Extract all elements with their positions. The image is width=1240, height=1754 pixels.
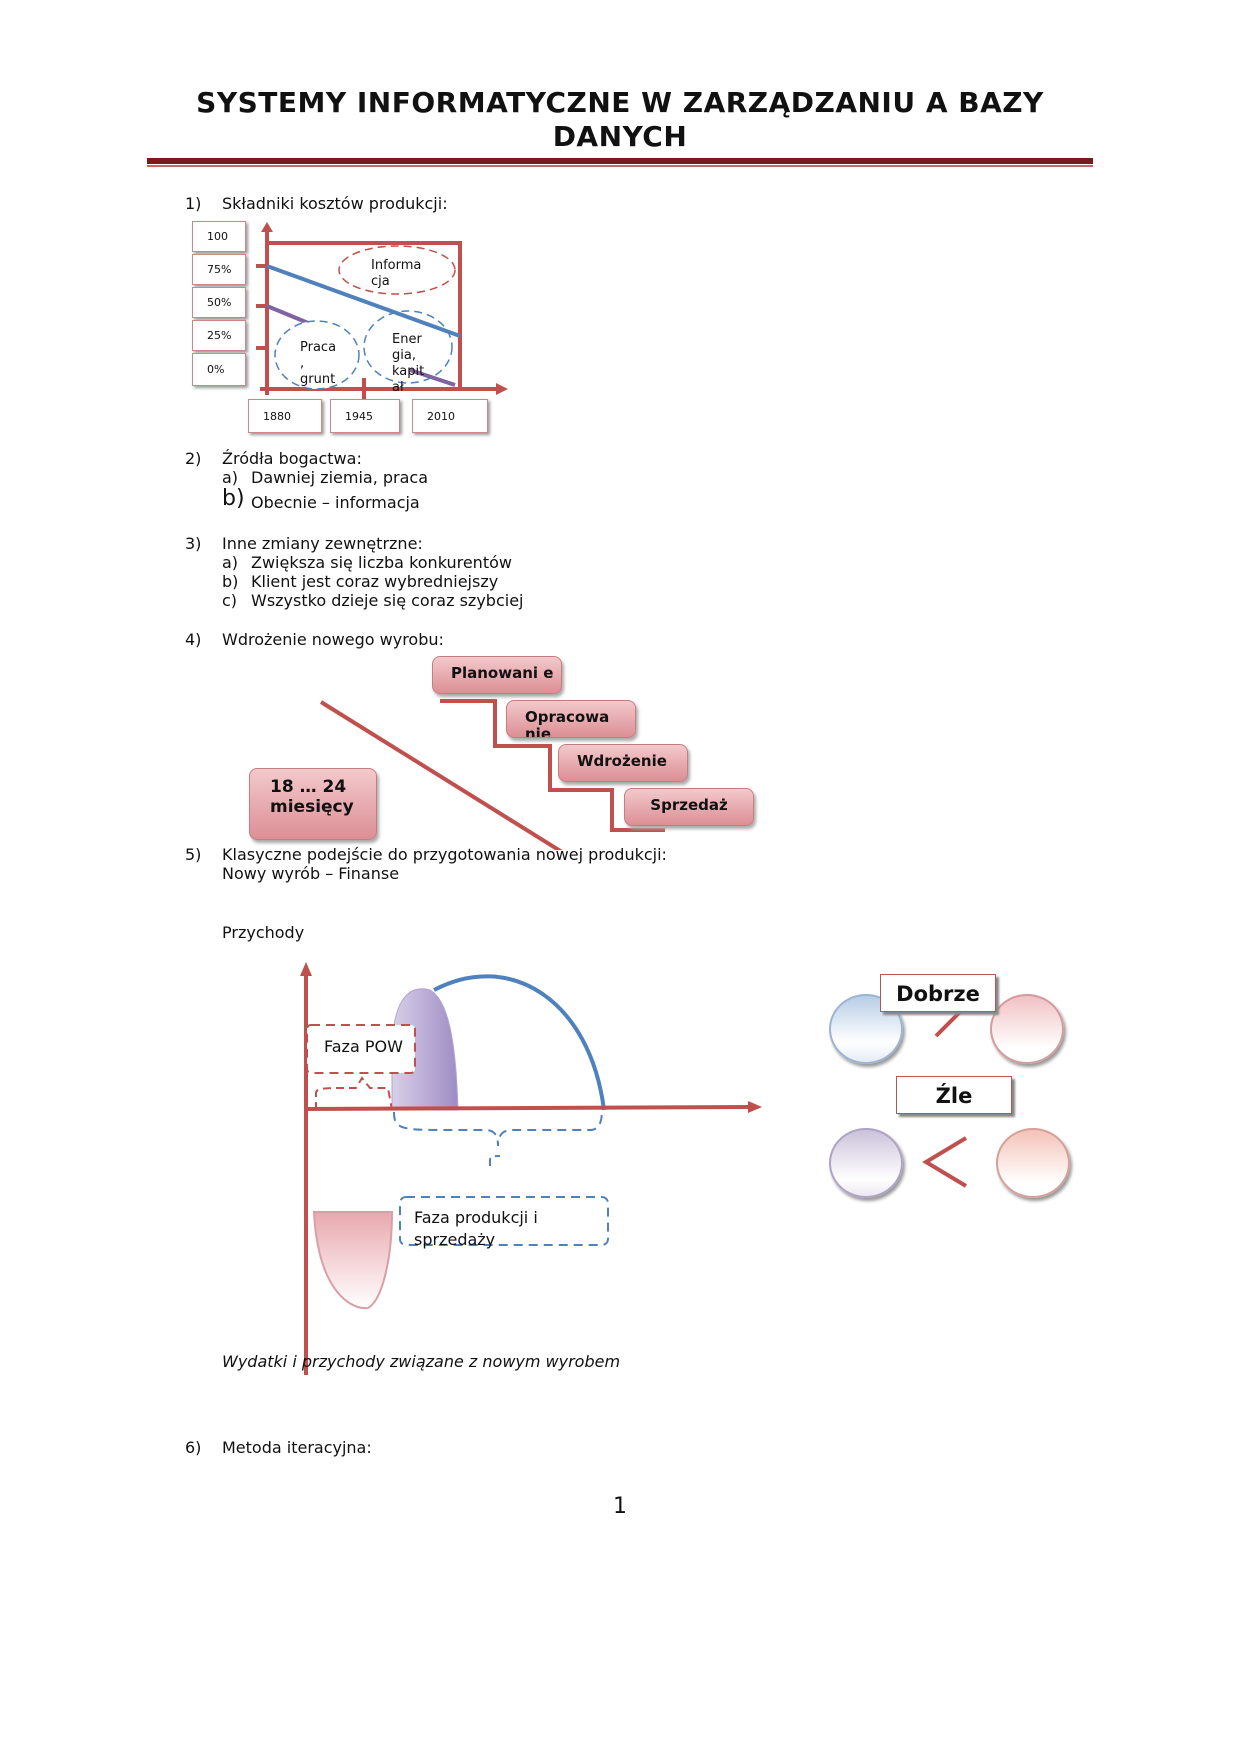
section-3-item-b: Klient jest coraz wybredniejszy [251,572,499,591]
y-label-25: 25% [192,320,246,351]
section-5-subheading: Nowy wyrób – Finanse [222,864,400,883]
implementation-diagram [319,699,665,850]
vertical-axis-arrow [300,962,312,976]
bubble-informacja-shape [338,245,456,295]
faza-produkcji-label: Faza produkcji i sprzedaży [414,1208,538,1249]
horizontal-axis [305,1105,753,1111]
bubble-energia: Ener gia, kapit ał [392,332,425,395]
cost-chart [256,222,508,400]
circle-small-salmon [996,1128,1070,1198]
section-4-number: 4) [185,630,202,649]
investment-shape [391,988,459,1111]
duration-box: 18 … 24 miesięcy [249,768,377,840]
bubble-energia-shape [363,310,453,384]
step-opracowanie: Opracowa nie [506,700,636,738]
section-3-number: 3) [185,534,202,553]
faza-pow-label: Faza POW [324,1037,403,1056]
information-line [266,264,461,338]
section-5-heading: Klasyczne podejście do przygotowania now… [222,845,667,864]
section-2-item-a: Dawniej ziemia, praca [251,468,429,487]
section-6-number: 6) [185,1438,202,1457]
zle-label: Źle [896,1076,1012,1114]
faza-produkcji-box [399,1196,609,1246]
section-3-item-c: Wszystko dzieje się coraz szybciej [251,591,524,610]
less-than-sign-icon [922,1136,968,1188]
y-label-0: 0% [192,353,246,386]
section-2-heading: Źródła bogactwa: [222,449,362,468]
y-axis-arrow [261,222,273,232]
bubble-informacja: Informa cja [371,258,422,289]
x-axis-arrow [496,383,508,395]
page-number: 1 [613,1494,627,1519]
x-label-1880: 1880 [248,399,322,433]
section-3-heading: Inne zmiany zewnętrzne: [222,534,423,553]
step-wdrozenie: Wdrożenie [558,744,688,782]
expense-shape [312,1211,394,1310]
section-3-marker-b: b) [222,572,239,591]
y-label-75: 75% [192,254,246,285]
circle-small-purple [829,1128,903,1198]
section-3-item-a: Zwiększa się liczba konkurentów [251,553,512,572]
section-3-marker-c: c) [222,591,238,610]
section-2-marker-a: a) [222,468,239,487]
section-2-marker-b: b) [222,486,245,511]
title-rule [147,158,1093,164]
section-5-number: 5) [185,845,202,864]
section-6-heading: Metoda iteracyjna: [222,1438,372,1457]
section-3-marker-a: a) [222,553,239,572]
faza-pow-box [306,1024,416,1074]
greater-sign-icon [934,1006,966,1038]
revenue-curve [433,974,606,1111]
circle-big-pink [990,994,1064,1064]
step-sprzedaz: Sprzedaż [624,788,754,826]
revenue-label: Przychody [222,923,305,942]
section-4-heading: Wdrożenie nowego wyrobu: [222,630,444,649]
bubble-praca: Praca , grunt [300,340,337,387]
figure-caption: Wydatki i przychody związane z nowym wyr… [222,1352,621,1371]
x-label-2010: 2010 [412,399,488,433]
finance-chart [300,962,762,1375]
x-label-1945: 1945 [330,399,400,433]
y-label-100: 100 [192,221,246,252]
title-rule-thin [147,165,1093,167]
step-planowanie: Planowani e [432,656,562,694]
section-1-number: 1) [185,194,202,213]
document-title: SYSTEMY INFORMATYCZNE W ZARZĄDZANIU A BA… [196,86,1044,153]
bubble-praca-shape [274,320,360,390]
section-2-item-b: Obecnie – informacja [251,493,420,512]
diagonal-line [319,700,563,850]
y-label-50: 50% [192,287,246,318]
section-1-heading: Składniki kosztów produkcji: [222,194,448,213]
dobrze-label: Dobrze [880,974,996,1012]
stair-line [440,699,665,832]
horizontal-axis-arrow [748,1101,762,1113]
energy-line [409,368,456,387]
section-2-number: 2) [185,449,202,468]
